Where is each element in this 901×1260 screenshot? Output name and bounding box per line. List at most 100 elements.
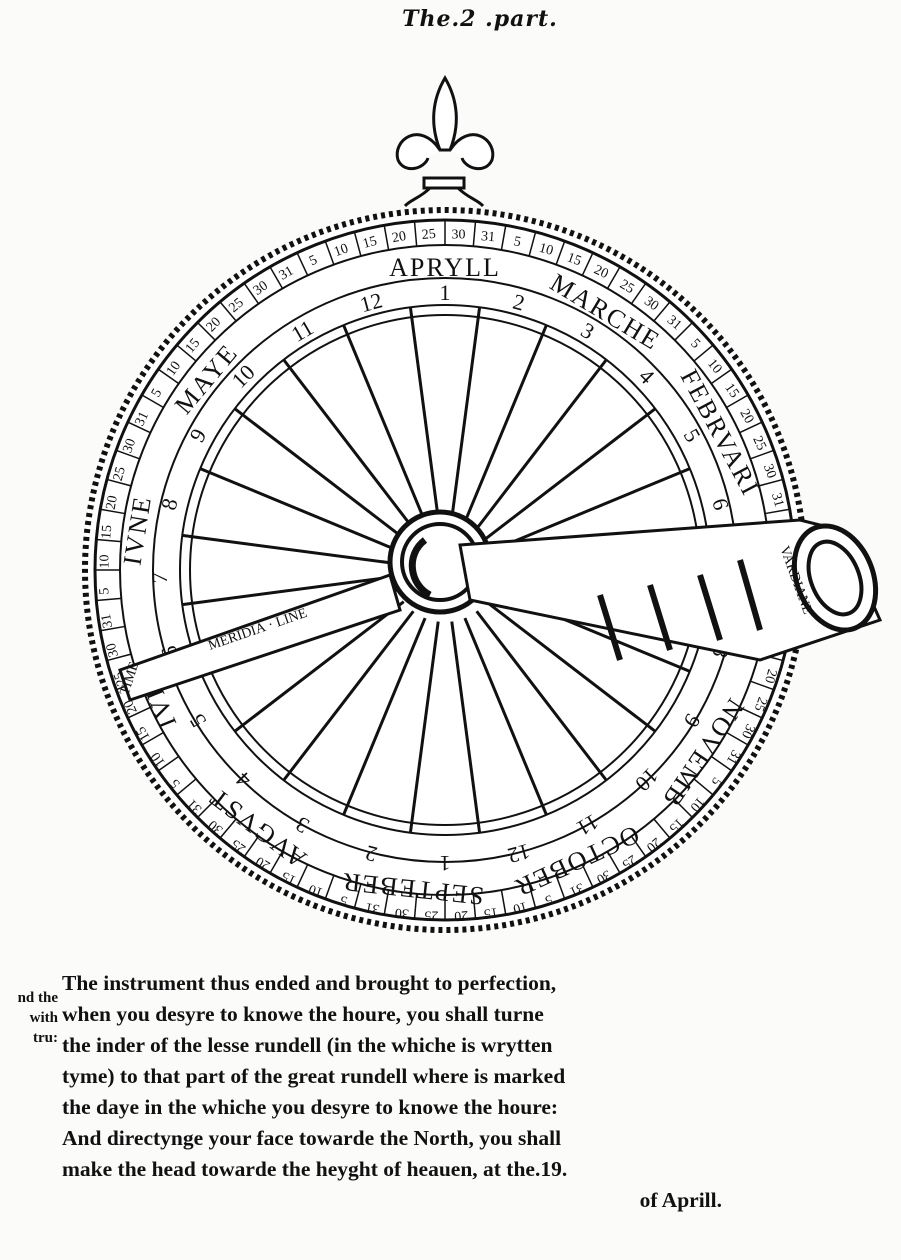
day-number: 10 [511, 898, 528, 916]
day-tick [581, 252, 594, 276]
day-tick [115, 449, 140, 460]
hour-line [475, 610, 608, 782]
day-number: 20 [391, 229, 407, 246]
day-number: 31 [768, 491, 786, 508]
day-tick [296, 864, 309, 888]
day-number: 31 [567, 879, 586, 899]
day-number: 31 [364, 899, 380, 916]
day-number: 15 [134, 724, 154, 744]
day-number: 30 [104, 641, 122, 658]
hour-line [463, 617, 548, 816]
body-line: And directynge your face towarde the Nor… [62, 1126, 562, 1150]
day-tick [296, 252, 309, 276]
hour-line [182, 575, 394, 607]
day-number: 31 [133, 409, 153, 428]
day-tick [606, 266, 621, 289]
running-head: The.2 .part. [402, 6, 558, 32]
day-tick [472, 893, 477, 919]
body-line: the inder of the lesse rundell (in the w… [62, 1033, 553, 1057]
day-tick [106, 653, 132, 662]
day-tick [606, 851, 621, 874]
day-tick [269, 851, 284, 874]
day-number: 20 [454, 907, 469, 923]
day-tick [726, 731, 749, 746]
center-hub [387, 509, 493, 615]
day-tick [653, 301, 671, 322]
day-tick [413, 893, 418, 919]
day-tick [674, 799, 694, 819]
hour-line [485, 407, 657, 540]
day-tick [127, 706, 151, 719]
day-tick [269, 266, 284, 289]
day-tick [176, 344, 197, 362]
day-tick [726, 394, 749, 409]
day-tick [739, 421, 763, 434]
day-tick [693, 344, 714, 362]
day-number: 15 [361, 234, 378, 252]
day-tick [693, 778, 714, 796]
hour-line [450, 621, 482, 833]
day-tick [157, 368, 180, 385]
body-line: of Aprill. [639, 1188, 722, 1212]
day-tick [750, 680, 775, 691]
body-paragraph: The instrument thus ended and brought to… [62, 968, 722, 1216]
day-number: 20 [104, 494, 121, 510]
hour-numeral: 7 [147, 573, 172, 584]
day-tick [157, 755, 180, 772]
day-number: 25 [425, 908, 439, 923]
day-tick [127, 421, 151, 434]
hour-line [233, 407, 405, 540]
day-number: 20 [253, 853, 273, 873]
day-tick [555, 240, 566, 265]
day-tick [500, 889, 507, 915]
day-tick [710, 755, 733, 772]
day-number: 30 [760, 462, 779, 480]
day-number: 10 [332, 241, 350, 260]
day-number: 5 [97, 587, 113, 595]
day-number: 30 [594, 866, 614, 886]
day-number: 20 [591, 263, 610, 283]
margin-note-line: tru: [33, 1030, 58, 1046]
day-tick [383, 225, 390, 251]
day-tick [555, 875, 566, 900]
day-tick [100, 625, 126, 632]
month-name: APRYLL [389, 253, 501, 282]
hour-line [450, 307, 482, 519]
day-number: 5 [513, 234, 522, 250]
day-number: 31 [277, 264, 297, 284]
day-tick [383, 889, 390, 915]
day-tick [739, 706, 763, 719]
body-line: when you desyre to knowe the houre, you … [62, 1002, 544, 1026]
day-tick [96, 538, 122, 543]
hour-line [492, 467, 691, 552]
day-number: 15 [565, 250, 583, 269]
day-tick [528, 231, 537, 257]
day-number: 10 [97, 555, 112, 569]
day-tick [528, 883, 537, 909]
day-tick [96, 597, 122, 602]
day-tick [710, 368, 733, 385]
day-tick [630, 282, 647, 305]
day-tick [243, 282, 260, 305]
day-tick [219, 301, 237, 322]
horn-gnomon: VARDIANE [458, 518, 883, 662]
day-number: 15 [483, 904, 499, 921]
day-tick [353, 883, 362, 909]
day-number: 5 [543, 891, 555, 907]
day-number: 10 [537, 241, 554, 259]
margin-note-line: nd the [17, 990, 58, 1006]
day-number: 5 [339, 892, 350, 908]
day-tick [196, 799, 216, 819]
day-number: 25 [749, 434, 769, 453]
body-line: the daye in the whiche you desyre to kno… [62, 1095, 559, 1119]
day-tick [324, 240, 335, 265]
hour-line [408, 307, 440, 519]
day-tick [413, 221, 418, 247]
hour-line [199, 467, 398, 552]
hour-numeral: 1 [440, 280, 451, 305]
fleur-de-lis-ornament [395, 75, 495, 208]
day-number: 15 [279, 868, 298, 888]
day-tick [219, 818, 237, 839]
day-tick [176, 778, 197, 796]
day-number: 25 [751, 695, 770, 713]
